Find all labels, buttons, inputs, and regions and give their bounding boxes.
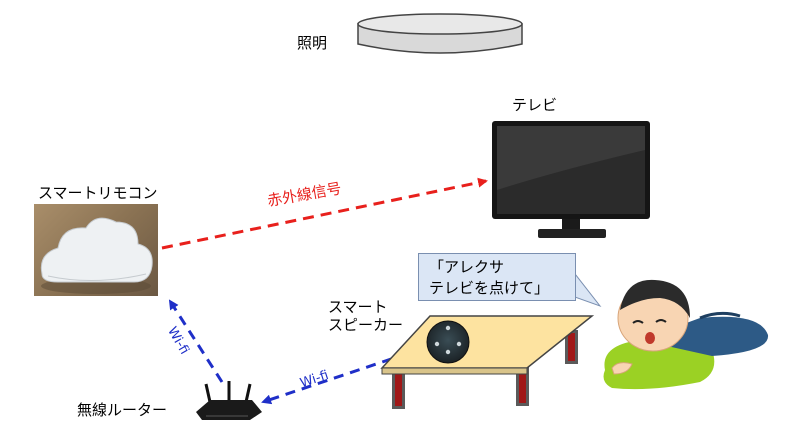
router-label: 無線ルーター bbox=[77, 401, 168, 419]
wifi-arrow-speaker bbox=[261, 346, 425, 405]
smart-remote-photo bbox=[34, 204, 158, 296]
person-lying-icon bbox=[603, 279, 769, 390]
table-icon bbox=[380, 315, 595, 409]
light-label: 照明 bbox=[297, 34, 328, 52]
speech-bubble: 「アレクサ テレビを点けて」 bbox=[418, 253, 576, 301]
tv-label: テレビ bbox=[512, 96, 558, 114]
speech-bubble-tail bbox=[572, 269, 602, 308]
remote-label: スマートリモコン bbox=[38, 184, 158, 202]
tv-icon bbox=[492, 121, 650, 238]
router-icon bbox=[196, 381, 262, 420]
ceiling-light-icon bbox=[357, 13, 523, 54]
smart-speaker-icon bbox=[426, 320, 470, 364]
infrared-arrow bbox=[161, 177, 488, 250]
smart-remote-icon bbox=[40, 217, 153, 294]
speaker-label: スマート スピーカー bbox=[328, 298, 404, 334]
